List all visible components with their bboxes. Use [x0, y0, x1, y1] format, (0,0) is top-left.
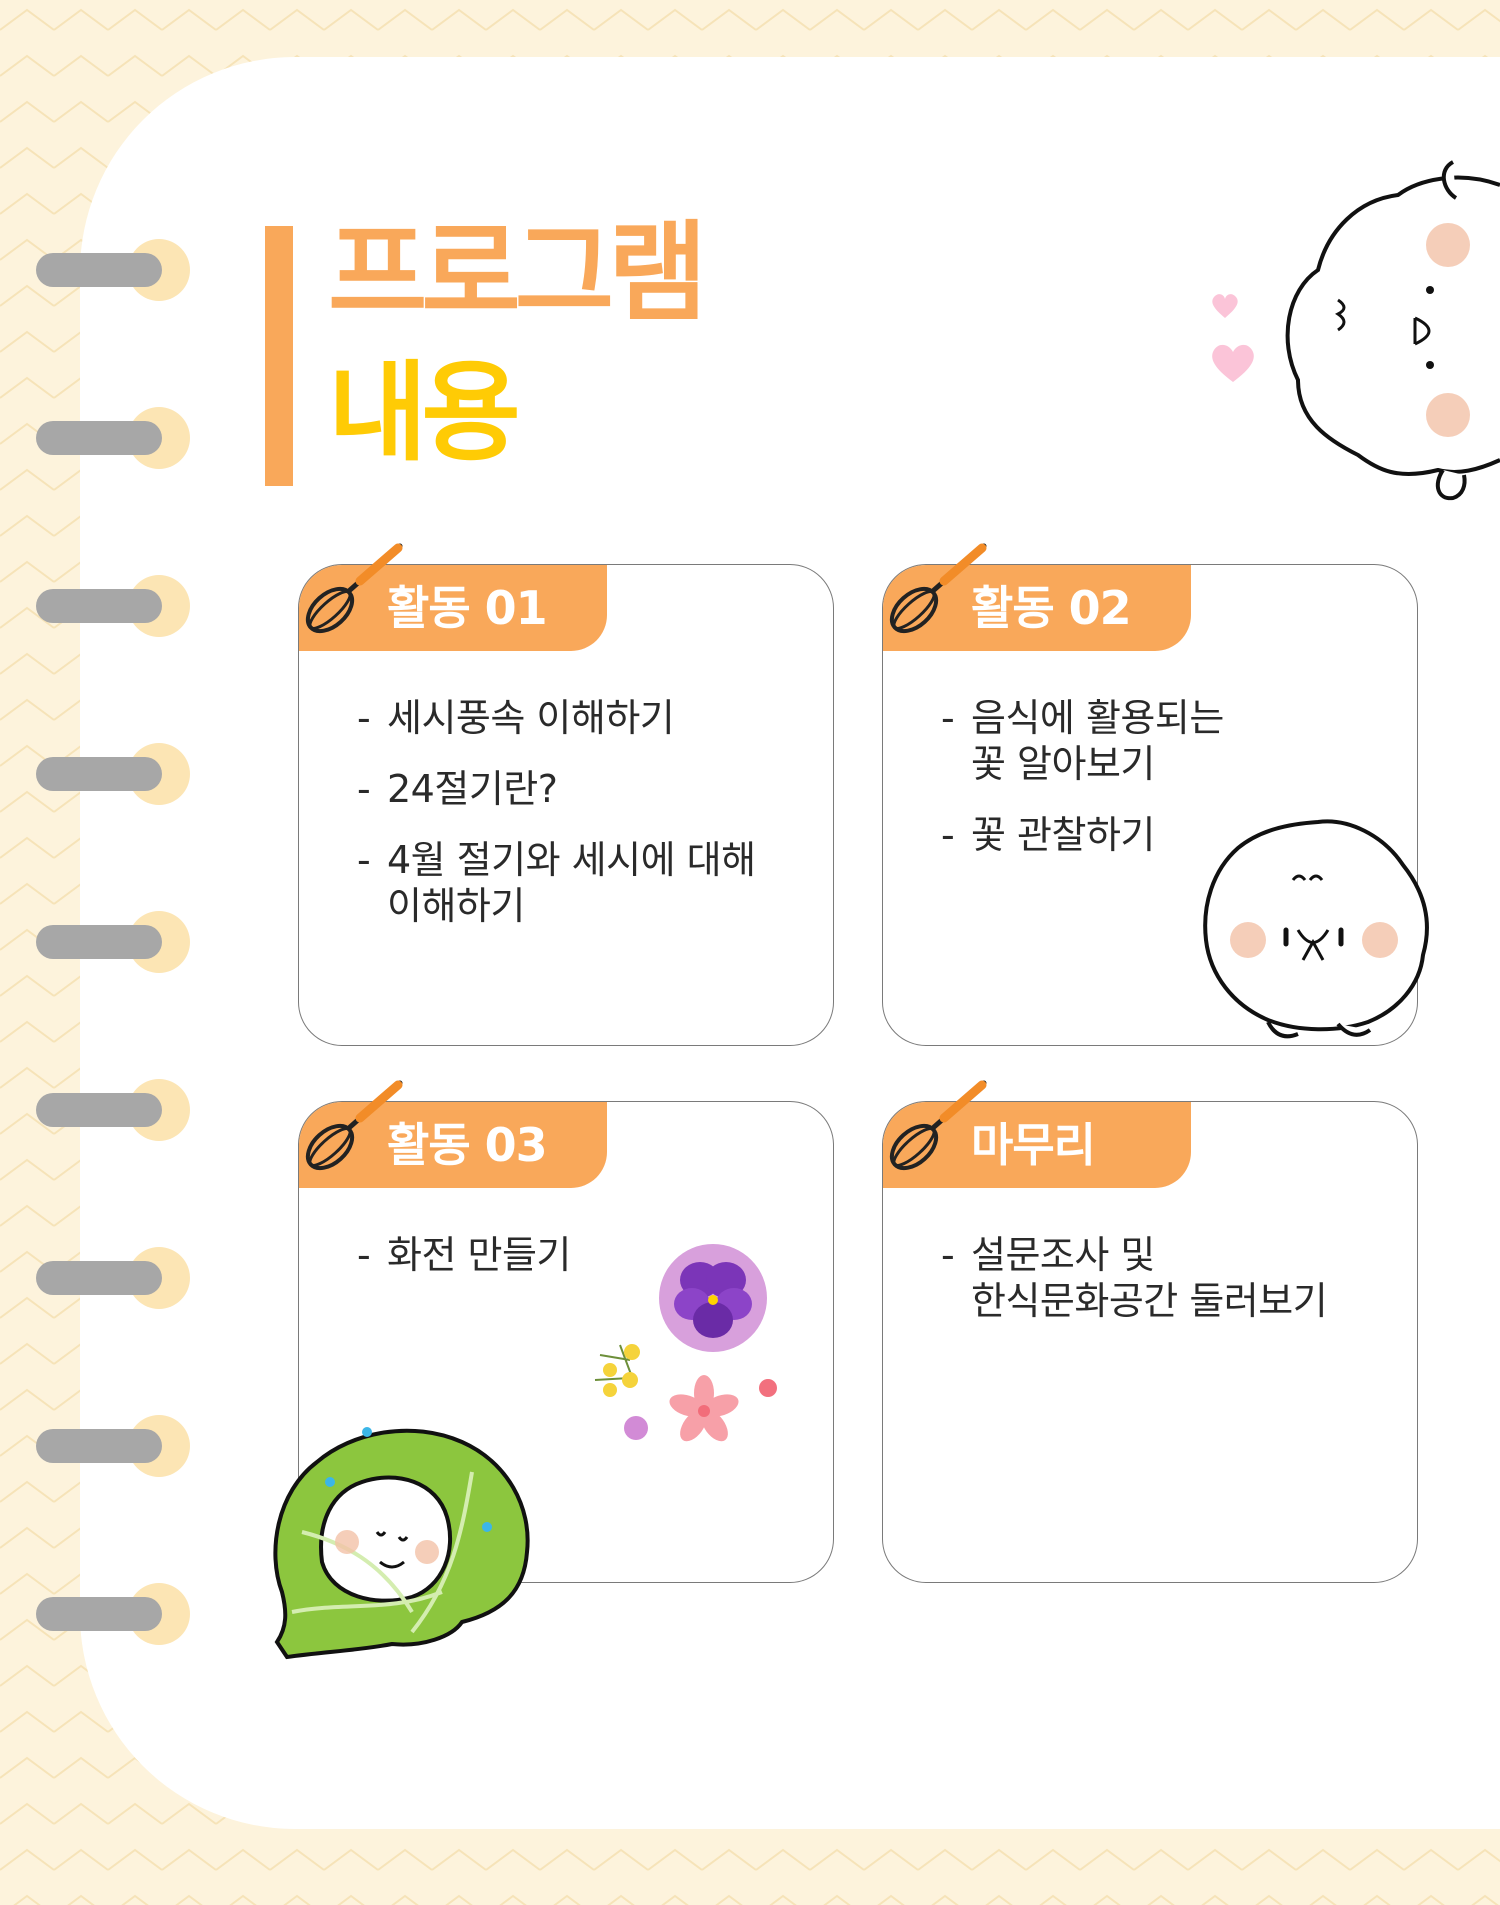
- flower-icon: [669, 1375, 739, 1442]
- whisk-icon: [889, 1080, 987, 1171]
- rice-cake-character: [1285, 160, 1500, 501]
- page-title-line1: 프로그램: [328, 211, 707, 336]
- binder-ring: [36, 1429, 162, 1463]
- flower-icon: [659, 1244, 767, 1352]
- cabbage-character: [273, 1427, 530, 1660]
- heart-icon: [1212, 294, 1238, 318]
- title-accent-bar: [265, 226, 293, 486]
- binder-ring: [36, 1093, 162, 1127]
- list-item: -세시풍속 이해하기: [357, 696, 675, 740]
- binder-ring: [36, 589, 162, 623]
- whisk-icon: [889, 543, 987, 634]
- flower-icon: [594, 1344, 640, 1397]
- binder-ring: [36, 1597, 162, 1631]
- dot-decoration: [759, 1379, 777, 1397]
- page-title-line2: 내용: [328, 351, 521, 476]
- list-item: -꽃 관찰하기: [941, 813, 1155, 857]
- card-label: 활동 03: [387, 1118, 548, 1172]
- list-item: -24절기란?: [357, 767, 558, 811]
- binder-ring: [36, 253, 162, 287]
- whisk-icon: [305, 1080, 403, 1171]
- list-item: -화전 만들기: [357, 1233, 571, 1277]
- card-items: -화전 만들기: [357, 1232, 813, 1303]
- binder-ring: [36, 1261, 162, 1295]
- card-label: 마무리: [971, 1118, 1096, 1172]
- dot-decoration: [624, 1416, 648, 1440]
- card-label: 활동 01: [387, 581, 548, 635]
- whisk-icon: [305, 543, 403, 634]
- binder-ring: [36, 925, 162, 959]
- card-label: 활동 02: [971, 581, 1132, 635]
- rice-cake-character: [1203, 819, 1429, 1039]
- binder-ring: [36, 757, 162, 791]
- heart-icon: [1212, 344, 1254, 382]
- binder-ring: [36, 421, 162, 455]
